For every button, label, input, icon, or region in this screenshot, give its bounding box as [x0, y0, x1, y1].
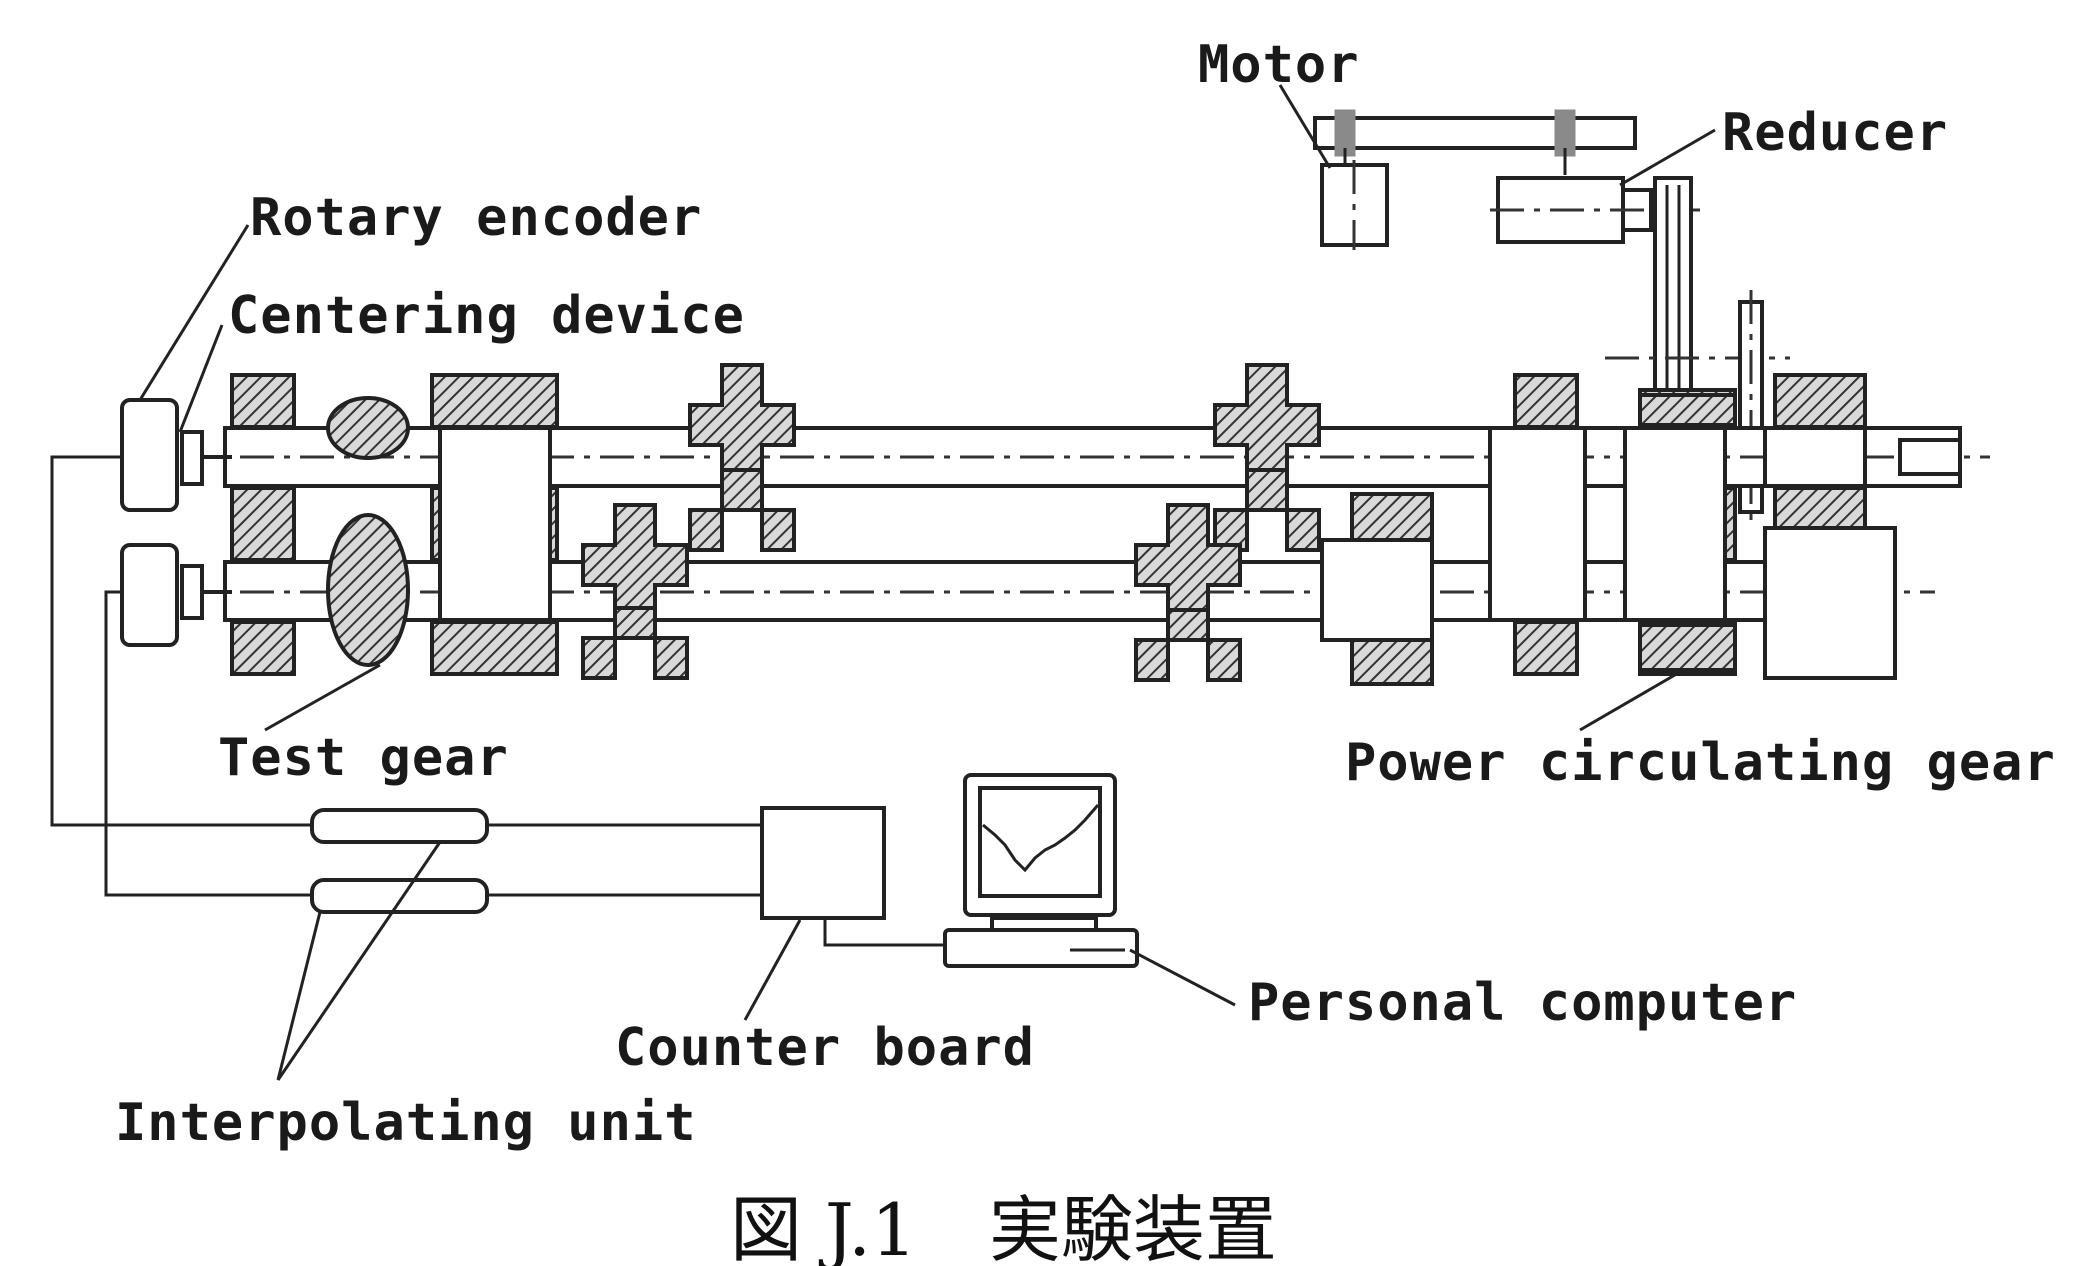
- encoders: [120, 398, 232, 647]
- couplings: [581, 363, 1321, 682]
- label-motor: Motor: [1198, 35, 1360, 95]
- rotary-encoder-upper: [120, 398, 179, 512]
- label-counter-board: Counter board: [615, 1018, 1035, 1078]
- figure-caption: 図 J.1 実験装置: [730, 1188, 1277, 1266]
- drive-belt: [1313, 116, 1637, 150]
- chain-drive: [1653, 176, 1693, 425]
- label-reducer: Reducer: [1722, 103, 1948, 163]
- label-personal-computer: Personal computer: [1248, 973, 1797, 1033]
- test-gear-pair: [326, 396, 410, 667]
- centering-device-lower: [180, 564, 204, 620]
- power-circulating-gear: [1638, 393, 1737, 672]
- pc-screen-waveform: [982, 804, 1100, 873]
- motor-drive: [1313, 109, 1790, 520]
- label-test-gear: Test gear: [218, 728, 509, 788]
- centering-device-upper: [180, 430, 204, 486]
- signal-wiring: [50, 455, 950, 947]
- label-power-circulating-gear: Power circulating gear: [1345, 733, 2056, 793]
- interpolating-unit-upper: [310, 808, 489, 844]
- label-rotary-encoder: Rotary encoder: [250, 188, 702, 248]
- interpolating-unit-lower: [310, 878, 489, 914]
- leader-lines: [138, 84, 1716, 1081]
- pc-keyboard: [943, 928, 1139, 968]
- personal-computer: [943, 773, 1139, 968]
- counter-board-box: [760, 806, 886, 920]
- labels: Motor Reducer Rotary encoder Centering d…: [115, 35, 2056, 1153]
- label-interpolating-unit: Interpolating unit: [115, 1093, 697, 1153]
- label-centering-device: Centering device: [228, 286, 745, 346]
- rotary-encoder-lower: [120, 543, 179, 647]
